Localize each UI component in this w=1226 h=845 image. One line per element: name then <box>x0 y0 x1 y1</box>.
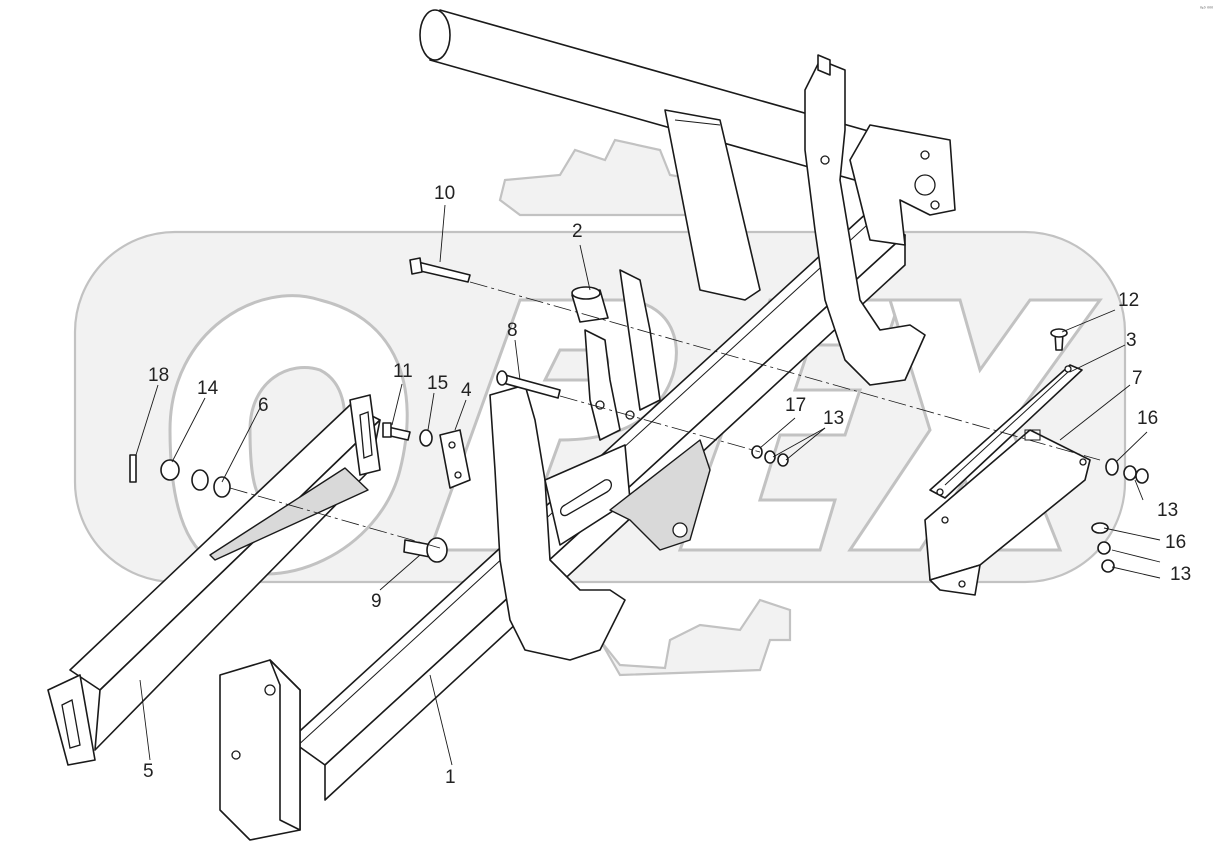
plate-part-4 <box>439 429 471 489</box>
washer-nuts-right-part-16-13 <box>1091 458 1149 573</box>
callout-11: 11 <box>393 361 413 382</box>
vertical-plate <box>664 109 761 301</box>
bushing-part-2 <box>571 286 609 323</box>
callout-8: 8 <box>507 320 518 341</box>
callout-5: 5 <box>143 761 154 782</box>
leader-lines <box>135 204 1161 766</box>
callout-3: 3 <box>1126 330 1137 351</box>
mounting-plate-part-7 <box>924 429 1091 596</box>
callout-13: 13 <box>823 408 844 429</box>
stud-pin-part-9 <box>403 537 448 563</box>
callout-17: 17 <box>785 395 806 416</box>
callout-12: 12 <box>1118 290 1139 311</box>
slotted-strip-part-3 <box>929 364 1083 499</box>
callout-14: 14 <box>197 378 219 399</box>
watermark-gear-bottom <box>599 598 792 677</box>
callout-16: 16 <box>1137 408 1158 429</box>
callout-18: 18 <box>148 365 169 386</box>
assembly-axes <box>229 281 1101 549</box>
callout-10: 10 <box>434 183 455 204</box>
callout-labels: 1 2 3 4 5 6 7 8 9 10 11 12 13 14 15 16 1… <box>143 183 1191 788</box>
nut-part-14 <box>160 459 180 481</box>
nut-part-15 <box>419 429 433 447</box>
pin-part-8 <box>496 370 561 399</box>
callout-2: 2 <box>572 221 583 242</box>
callout-1: 1 <box>445 767 456 788</box>
watermark-gear <box>498 138 702 217</box>
washers-part-6 <box>191 469 231 498</box>
callout-9: 9 <box>371 591 382 612</box>
hook-bracket-center <box>489 269 711 661</box>
callout-16-b: 16 <box>1165 532 1186 553</box>
callout-7: 7 <box>1132 368 1143 389</box>
callout-6: 6 <box>258 395 269 416</box>
corner-mark: ⁰¹⁰ ⁰⁰⁰ <box>1200 6 1213 12</box>
callout-13-b: 13 <box>1157 500 1178 521</box>
bolt-part-11 <box>382 422 411 441</box>
callout-13-c: 13 <box>1170 564 1191 585</box>
cotter-pin-part-18 <box>129 454 137 483</box>
callout-4: 4 <box>461 380 472 401</box>
callout-15: 15 <box>427 373 448 394</box>
extension-bar-part-5 <box>47 394 381 766</box>
long-bolt-part-10 <box>409 257 471 283</box>
hook-bracket-upper <box>804 54 956 386</box>
washer-nuts-part-17-13 <box>751 445 789 467</box>
screw-part-12 <box>1050 328 1068 351</box>
